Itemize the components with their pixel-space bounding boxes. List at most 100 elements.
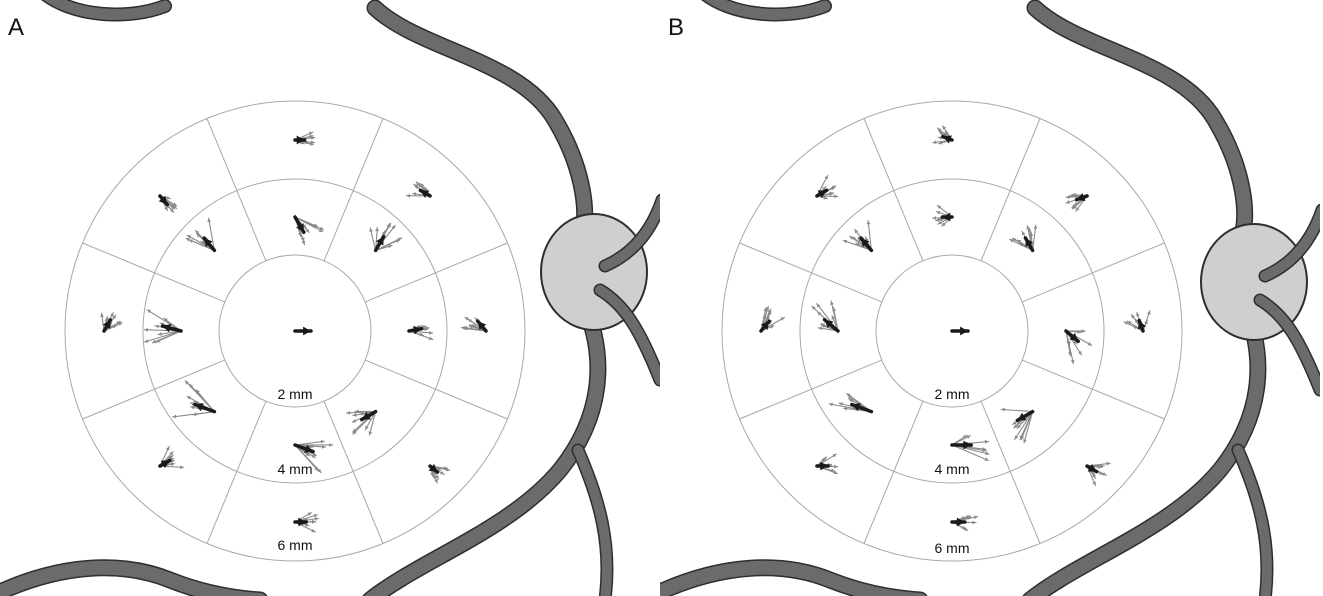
panel-b-svg: 2 mm 4 mm 6 mm [660, 0, 1320, 596]
individual-vector-head [395, 239, 400, 243]
individual-vector-head [169, 208, 174, 213]
individual-vector-head [444, 466, 448, 470]
vector-cluster-inner-90 [1064, 329, 1093, 365]
individual-vector-head [105, 316, 109, 321]
vessel-top-left [703, 0, 831, 20]
individual-vector-head [1066, 200, 1070, 204]
vector-cluster-outer-90 [1123, 310, 1151, 333]
ring-1 [875, 254, 1029, 408]
mean-vector-head [194, 403, 204, 412]
individual-vector-head [435, 474, 439, 479]
individual-vector-head [207, 218, 212, 223]
individual-vector-head [985, 451, 990, 456]
individual-vector-head [1016, 420, 1021, 425]
vector-cluster-inner-135 [1000, 407, 1035, 444]
individual-vector-head [866, 220, 871, 225]
individual-vector-head [352, 413, 357, 417]
vector-cluster-outer-225 [815, 453, 839, 475]
individual-vector-head [314, 466, 319, 471]
individual-vector-head [147, 309, 152, 314]
individual-vector-head [311, 528, 316, 533]
individual-vector-head [831, 185, 836, 190]
sector-divider [980, 401, 1041, 544]
sector-divider [1022, 242, 1165, 303]
disc-vessels [1253, 203, 1320, 397]
individual-vector-shaft [1086, 465, 1097, 487]
mean-vector-head [158, 195, 168, 205]
individual-vector-head [165, 446, 170, 451]
individual-vector-head [309, 134, 314, 139]
individual-vector-head [982, 447, 986, 451]
individual-vector-head [1014, 435, 1019, 440]
individual-vector-head [169, 455, 174, 460]
vector-cluster-inner-270 [811, 300, 840, 333]
individual-vector-head [172, 414, 177, 419]
individual-vector-head [855, 242, 860, 247]
ring-1 [218, 254, 372, 408]
mean-vector-head [851, 403, 861, 412]
vector-cluster-outer-270 [759, 305, 786, 333]
mean-vector-head [160, 460, 170, 469]
sector-divider [82, 359, 225, 420]
individual-vector-head [1020, 435, 1025, 440]
individual-vector-head [311, 519, 316, 524]
ring-2 [142, 178, 448, 484]
individual-vector-head [852, 237, 857, 241]
vector-cluster-outer-180 [293, 512, 319, 533]
individual-vector-head [388, 244, 392, 249]
individual-vector-head [1017, 424, 1021, 429]
individual-vector-head [820, 323, 825, 327]
individual-vector-head [1091, 471, 1096, 476]
disc-vessels [593, 193, 660, 387]
mean-vector-head [428, 463, 438, 473]
individual-vector-head [413, 184, 418, 188]
individual-vector-head [1073, 194, 1078, 199]
panel-a-svg: 2 mm 4 mm 6 mm [0, 0, 660, 596]
individual-vector-head [416, 181, 420, 186]
individual-vector-head [193, 400, 198, 405]
individual-vector-head [832, 454, 837, 458]
individual-vector-head [1027, 228, 1032, 232]
individual-vector-head [320, 439, 325, 444]
mean-vector-head [1017, 412, 1027, 421]
individual-vector-head [972, 520, 976, 525]
individual-vector-head [763, 307, 768, 312]
individual-vector-head [1146, 310, 1151, 315]
panel-b: B 2 mm 4 mm 6 mm [660, 0, 1320, 596]
individual-vector-head [300, 140, 305, 145]
individual-vector-shaft [146, 309, 182, 332]
sector-divider [863, 401, 924, 544]
individual-vector-head [854, 229, 859, 234]
mean-vector-head [963, 440, 972, 450]
ring-label-2mm: 2 mm [278, 386, 313, 402]
individual-vector-head [428, 336, 433, 341]
individual-vector-head [118, 322, 123, 326]
vector-cluster-inner-45 [1009, 224, 1038, 253]
individual-vector-head [412, 192, 417, 196]
individual-vector-head [1009, 239, 1014, 243]
individual-vector-head [833, 470, 838, 475]
individual-vector-head [1033, 225, 1038, 229]
vector-cluster-outer-90 [460, 316, 488, 333]
ring-2 [799, 178, 1105, 484]
individual-vector-head [144, 327, 149, 332]
sector-divider [206, 401, 267, 544]
individual-vector-head [472, 324, 477, 329]
mean-vector-head [361, 411, 371, 420]
individual-vector-head [1131, 314, 1135, 319]
individual-vector-head [308, 131, 313, 136]
mean-vector-head [296, 135, 305, 145]
individual-vector-head [1075, 207, 1080, 212]
individual-vector-head [966, 435, 971, 439]
sector-divider [365, 242, 508, 303]
individual-vector-head [100, 313, 104, 318]
mean-vector-head [1025, 237, 1034, 247]
individual-vector-head [1023, 439, 1027, 444]
vector-cluster-center [293, 326, 313, 336]
mean-vector-head [375, 236, 384, 246]
individual-vector-head [765, 316, 770, 321]
ring-label-6mm: 6 mm [935, 540, 970, 556]
individual-vector-head [767, 311, 772, 316]
individual-vector-head [164, 206, 168, 211]
sector-divider [206, 118, 267, 261]
